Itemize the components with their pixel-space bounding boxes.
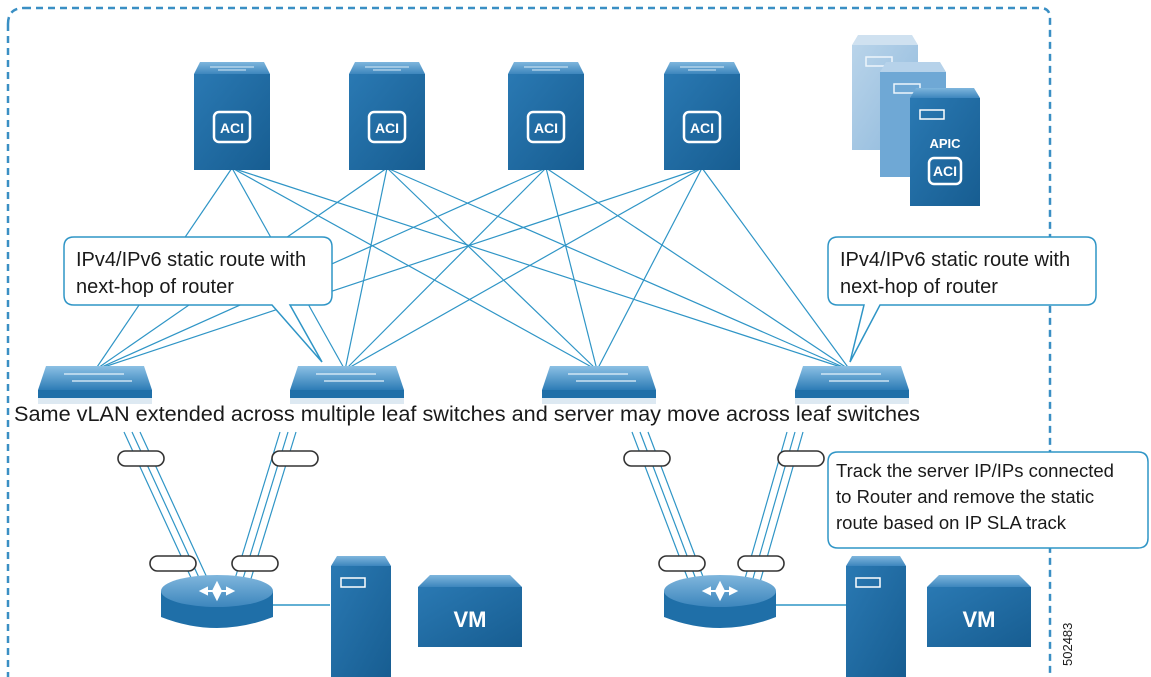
callout-right-line1: IPv4/IPv6 static route with	[840, 249, 1070, 271]
spine-switch-3: ACI	[508, 62, 584, 170]
apic-aci-label: ACI	[933, 163, 957, 179]
spine-aci-label: ACI	[534, 120, 558, 136]
spine-aci-label: ACI	[220, 120, 244, 136]
apic-cluster: APIC ACI	[852, 35, 980, 206]
spine-leaf-links	[94, 167, 851, 371]
spine-aci-label: ACI	[690, 120, 714, 136]
callout-track-line2: to Router and remove the static	[836, 486, 1094, 507]
apic-label: APIC	[929, 136, 961, 151]
server-left	[331, 556, 391, 677]
callout-left-line2: next-hop of router	[76, 276, 234, 298]
spine-switch-2: ACI	[349, 62, 425, 170]
callout-track-line3: route based on IP SLA track	[836, 512, 1067, 533]
port-channel-markers	[117, 450, 825, 572]
main-caption-background	[14, 398, 922, 428]
vm-left: VM	[418, 575, 522, 647]
vm-right: VM	[927, 575, 1031, 647]
spine-switch-4: ACI	[664, 62, 740, 170]
apic-server-front: APIC ACI	[910, 88, 980, 206]
router-right	[664, 575, 776, 628]
vm-left-label: VM	[454, 607, 487, 632]
callout-left-line1: IPv4/IPv6 static route with	[76, 249, 306, 271]
callout-right-line2: next-hop of router	[840, 276, 998, 298]
main-caption: Same vLAN extended across multiple leaf …	[14, 403, 920, 426]
callout-right: IPv4/IPv6 static route with next-hop of …	[827, 236, 1097, 363]
callout-left: IPv4/IPv6 static route with next-hop of …	[63, 236, 333, 363]
server-right	[846, 556, 906, 677]
callout-track: Track the server IP/IPs connected to Rou…	[827, 451, 1149, 549]
vm-right-label: VM	[963, 607, 996, 632]
router-left	[161, 575, 273, 628]
spine-switch-1: ACI	[194, 62, 270, 170]
figure-id: 502483	[1060, 623, 1075, 666]
spine-aci-label: ACI	[375, 120, 399, 136]
callout-track-line1: Track the server IP/IPs connected	[836, 460, 1114, 481]
fabric-boundary	[6, 6, 1052, 677]
